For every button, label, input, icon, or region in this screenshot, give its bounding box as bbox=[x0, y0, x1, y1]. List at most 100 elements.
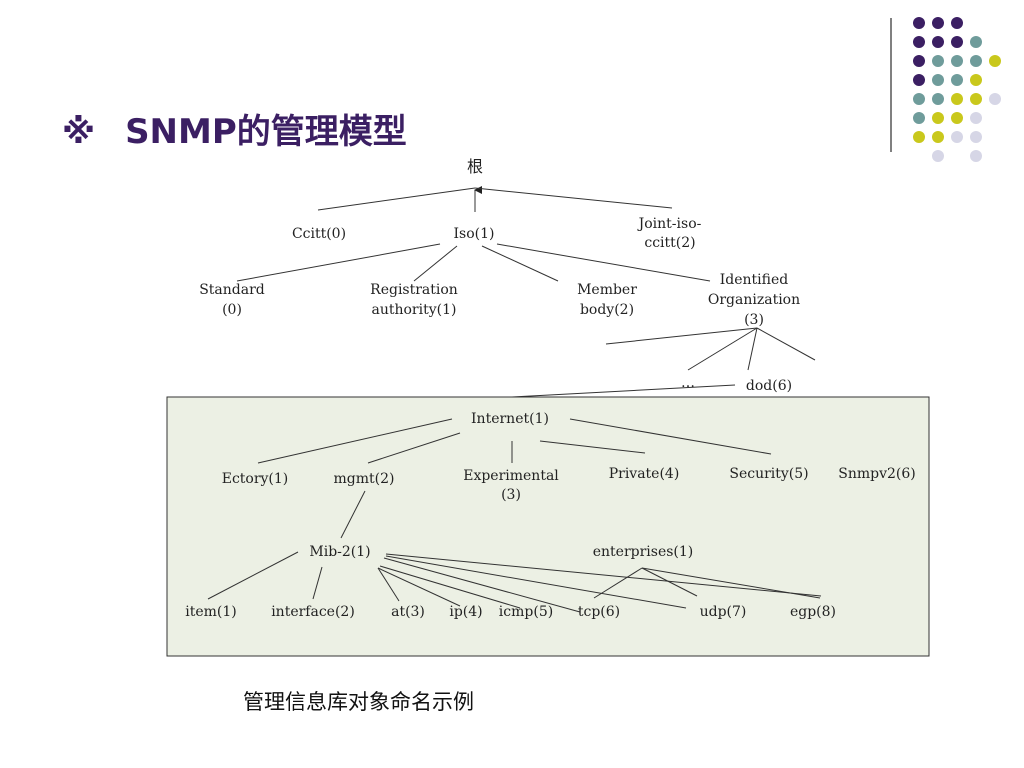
slide-title-text: SNMP的管理模型 bbox=[125, 112, 407, 152]
node-private: Private(4) bbox=[609, 466, 680, 482]
node-ellipsis: … bbox=[681, 375, 695, 391]
edge bbox=[383, 557, 581, 613]
node-ccitt: Ccitt(0) bbox=[292, 226, 346, 242]
edge bbox=[385, 555, 687, 609]
edge bbox=[539, 440, 646, 454]
edge bbox=[605, 327, 758, 345]
dot bbox=[951, 131, 963, 143]
dot bbox=[970, 74, 982, 86]
edge bbox=[377, 567, 400, 602]
edge bbox=[687, 327, 758, 371]
node-identified-line3: (3) bbox=[744, 312, 764, 328]
node-egp: egp(8) bbox=[790, 604, 836, 620]
node-dod: dod(6) bbox=[746, 378, 792, 394]
dot bbox=[913, 112, 925, 124]
dot bbox=[970, 36, 982, 48]
dot bbox=[913, 55, 925, 67]
node-experimental-line1: Experimental bbox=[463, 468, 559, 484]
dot bbox=[913, 131, 925, 143]
root-node: 根 bbox=[467, 157, 483, 176]
dot bbox=[970, 150, 982, 162]
dot bbox=[913, 36, 925, 48]
dot bbox=[932, 17, 944, 29]
dot bbox=[951, 74, 963, 86]
node-standard-line1: Standard bbox=[199, 282, 265, 298]
node-identified-line2: Organization bbox=[708, 292, 800, 308]
node-standard-line2: (0) bbox=[222, 302, 242, 318]
dot bbox=[970, 131, 982, 143]
dot bbox=[951, 55, 963, 67]
dot bbox=[913, 17, 925, 29]
node-icmp: icmp(5) bbox=[499, 604, 553, 620]
node-mib2: Mib-2(1) bbox=[309, 544, 370, 560]
edge bbox=[496, 243, 711, 282]
node-security: Security(5) bbox=[729, 466, 808, 482]
node-identified-line1: Identified bbox=[720, 272, 789, 288]
internet-subtree-box bbox=[166, 396, 930, 657]
dots bbox=[913, 17, 1001, 162]
node-joint-line2: ccitt(2) bbox=[644, 235, 695, 251]
edge bbox=[474, 187, 673, 209]
edge bbox=[367, 432, 461, 464]
dot bbox=[913, 93, 925, 105]
dot bbox=[932, 112, 944, 124]
dot bbox=[970, 112, 982, 124]
edge bbox=[641, 567, 821, 599]
dot bbox=[913, 74, 925, 86]
node-internet: Internet(1) bbox=[471, 411, 549, 427]
node-enterprises: enterprises(1) bbox=[593, 544, 694, 560]
node-member-line2: body(2) bbox=[580, 302, 634, 318]
dot bbox=[951, 112, 963, 124]
node-member-line1: Member bbox=[577, 282, 637, 298]
edge bbox=[377, 567, 461, 607]
node-iso: Iso(1) bbox=[454, 226, 495, 242]
dot bbox=[932, 150, 944, 162]
edge bbox=[340, 490, 366, 539]
node-ip: ip(4) bbox=[449, 604, 482, 620]
edge bbox=[569, 418, 772, 455]
edge bbox=[317, 187, 476, 211]
dot bbox=[932, 55, 944, 67]
dot bbox=[932, 74, 944, 86]
dot bbox=[989, 93, 1001, 105]
node-mgmt: mgmt(2) bbox=[334, 471, 395, 487]
dot bbox=[932, 93, 944, 105]
edge bbox=[379, 565, 521, 609]
dot bbox=[932, 36, 944, 48]
edge bbox=[413, 245, 458, 282]
node-registration-line1: Registration bbox=[370, 282, 458, 298]
dot bbox=[970, 93, 982, 105]
node-experimental-line2: (3) bbox=[501, 487, 521, 503]
dot bbox=[932, 131, 944, 143]
node-joint-line1: Joint-iso- bbox=[637, 216, 702, 232]
edge bbox=[236, 243, 441, 282]
dot bbox=[989, 55, 1001, 67]
node-registration-line2: authority(1) bbox=[372, 302, 457, 318]
dot bbox=[970, 55, 982, 67]
node-udp: udp(7) bbox=[700, 604, 747, 620]
edge bbox=[593, 567, 643, 599]
slide-title: ※ SNMP的管理模型 bbox=[62, 104, 407, 153]
edge bbox=[257, 418, 453, 464]
edge bbox=[312, 566, 323, 600]
node-ectory: Ectory(1) bbox=[222, 471, 289, 487]
edge bbox=[641, 567, 698, 597]
edge bbox=[481, 245, 559, 282]
node-interface: interface(2) bbox=[271, 604, 355, 620]
dot bbox=[951, 17, 963, 29]
node-at: at(3) bbox=[391, 604, 425, 620]
edge bbox=[511, 384, 736, 398]
edge bbox=[756, 327, 816, 361]
node-tcp: tcp(6) bbox=[578, 604, 620, 620]
node-snmpv2: Snmpv2(6) bbox=[838, 466, 916, 482]
node-item: item(1) bbox=[185, 604, 237, 620]
reference-mark-icon: ※ bbox=[62, 112, 96, 152]
figure-caption: 管理信息库对象命名示例 bbox=[243, 690, 474, 714]
edge bbox=[207, 551, 299, 600]
dot bbox=[951, 93, 963, 105]
edge bbox=[747, 327, 758, 371]
edge bbox=[385, 553, 822, 597]
dot bbox=[951, 36, 963, 48]
